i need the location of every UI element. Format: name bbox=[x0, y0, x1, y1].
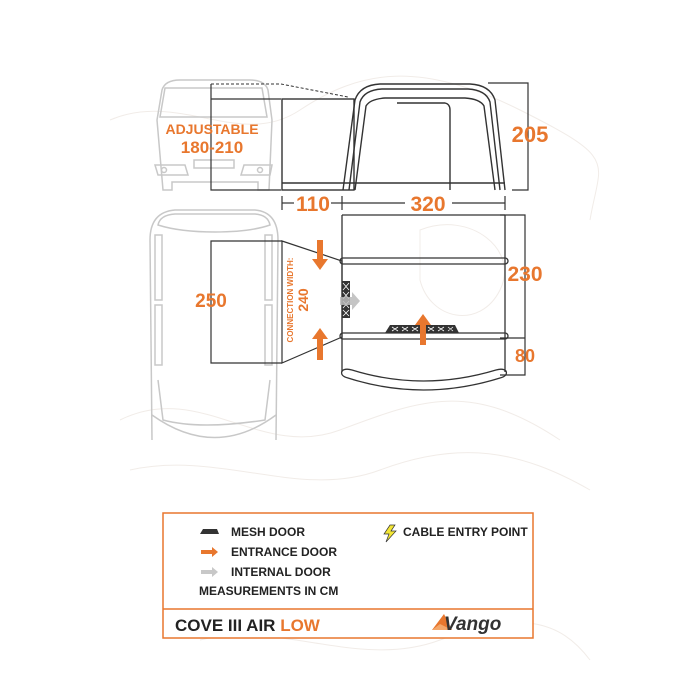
roof-connection-dashed-line bbox=[211, 83, 349, 98]
connection-width-value: 240 bbox=[295, 288, 311, 312]
entrance-door-arrow-top bbox=[312, 240, 328, 270]
tent-top-view bbox=[339, 214, 509, 391]
legend-box bbox=[162, 512, 534, 639]
adjustable-height-bracket bbox=[210, 84, 281, 191]
entrance-door-arrow-front bbox=[415, 314, 431, 345]
measurements-note: MEASUREMENTS IN CM bbox=[199, 584, 338, 598]
vehicle-width-label: 250 bbox=[195, 291, 227, 312]
vango-logo: Vango bbox=[432, 614, 501, 635]
van-top-view bbox=[149, 209, 279, 441]
vango-wordmark: Vango bbox=[444, 614, 501, 635]
legend-cable-entry: CABLE ENTRY POINT bbox=[403, 525, 528, 539]
adjustable-label: ADJUSTABLE bbox=[165, 121, 258, 137]
product-name: COVE III AIR bbox=[175, 616, 275, 635]
tent-side-view bbox=[281, 83, 506, 191]
height-bracket bbox=[488, 82, 529, 191]
entrance-door-arrow-bottom bbox=[312, 328, 328, 360]
width-label: 230 bbox=[507, 263, 542, 286]
adjustable-range: 180-210 bbox=[181, 138, 243, 157]
legend-entrance-door: ENTRANCE DOOR bbox=[231, 545, 337, 559]
legend-mesh-door: MESH DOOR bbox=[231, 525, 305, 539]
internal-door-icon bbox=[201, 567, 218, 577]
product-variant: LOW bbox=[280, 616, 321, 635]
awning-length-label: 110 bbox=[296, 193, 330, 216]
mesh-door-icon bbox=[200, 529, 219, 534]
product-title: COVE III AIR LOW bbox=[175, 616, 321, 635]
entrance-door-icon bbox=[201, 547, 218, 557]
connection-width-caption: CONNECTION WIDTH: bbox=[286, 258, 295, 343]
canopy-depth-label: 80 bbox=[515, 346, 535, 366]
legend-internal-door: INTERNAL DOOR bbox=[231, 565, 331, 579]
width-bracket bbox=[500, 214, 526, 376]
tent-length-label: 320 bbox=[410, 193, 445, 216]
length-dimension-line bbox=[281, 196, 506, 210]
internal-door-arrow bbox=[340, 292, 360, 310]
lightning-bolt-icon bbox=[383, 524, 397, 543]
height-label: 205 bbox=[512, 122, 549, 147]
vehicle-width-bracket bbox=[210, 240, 282, 364]
